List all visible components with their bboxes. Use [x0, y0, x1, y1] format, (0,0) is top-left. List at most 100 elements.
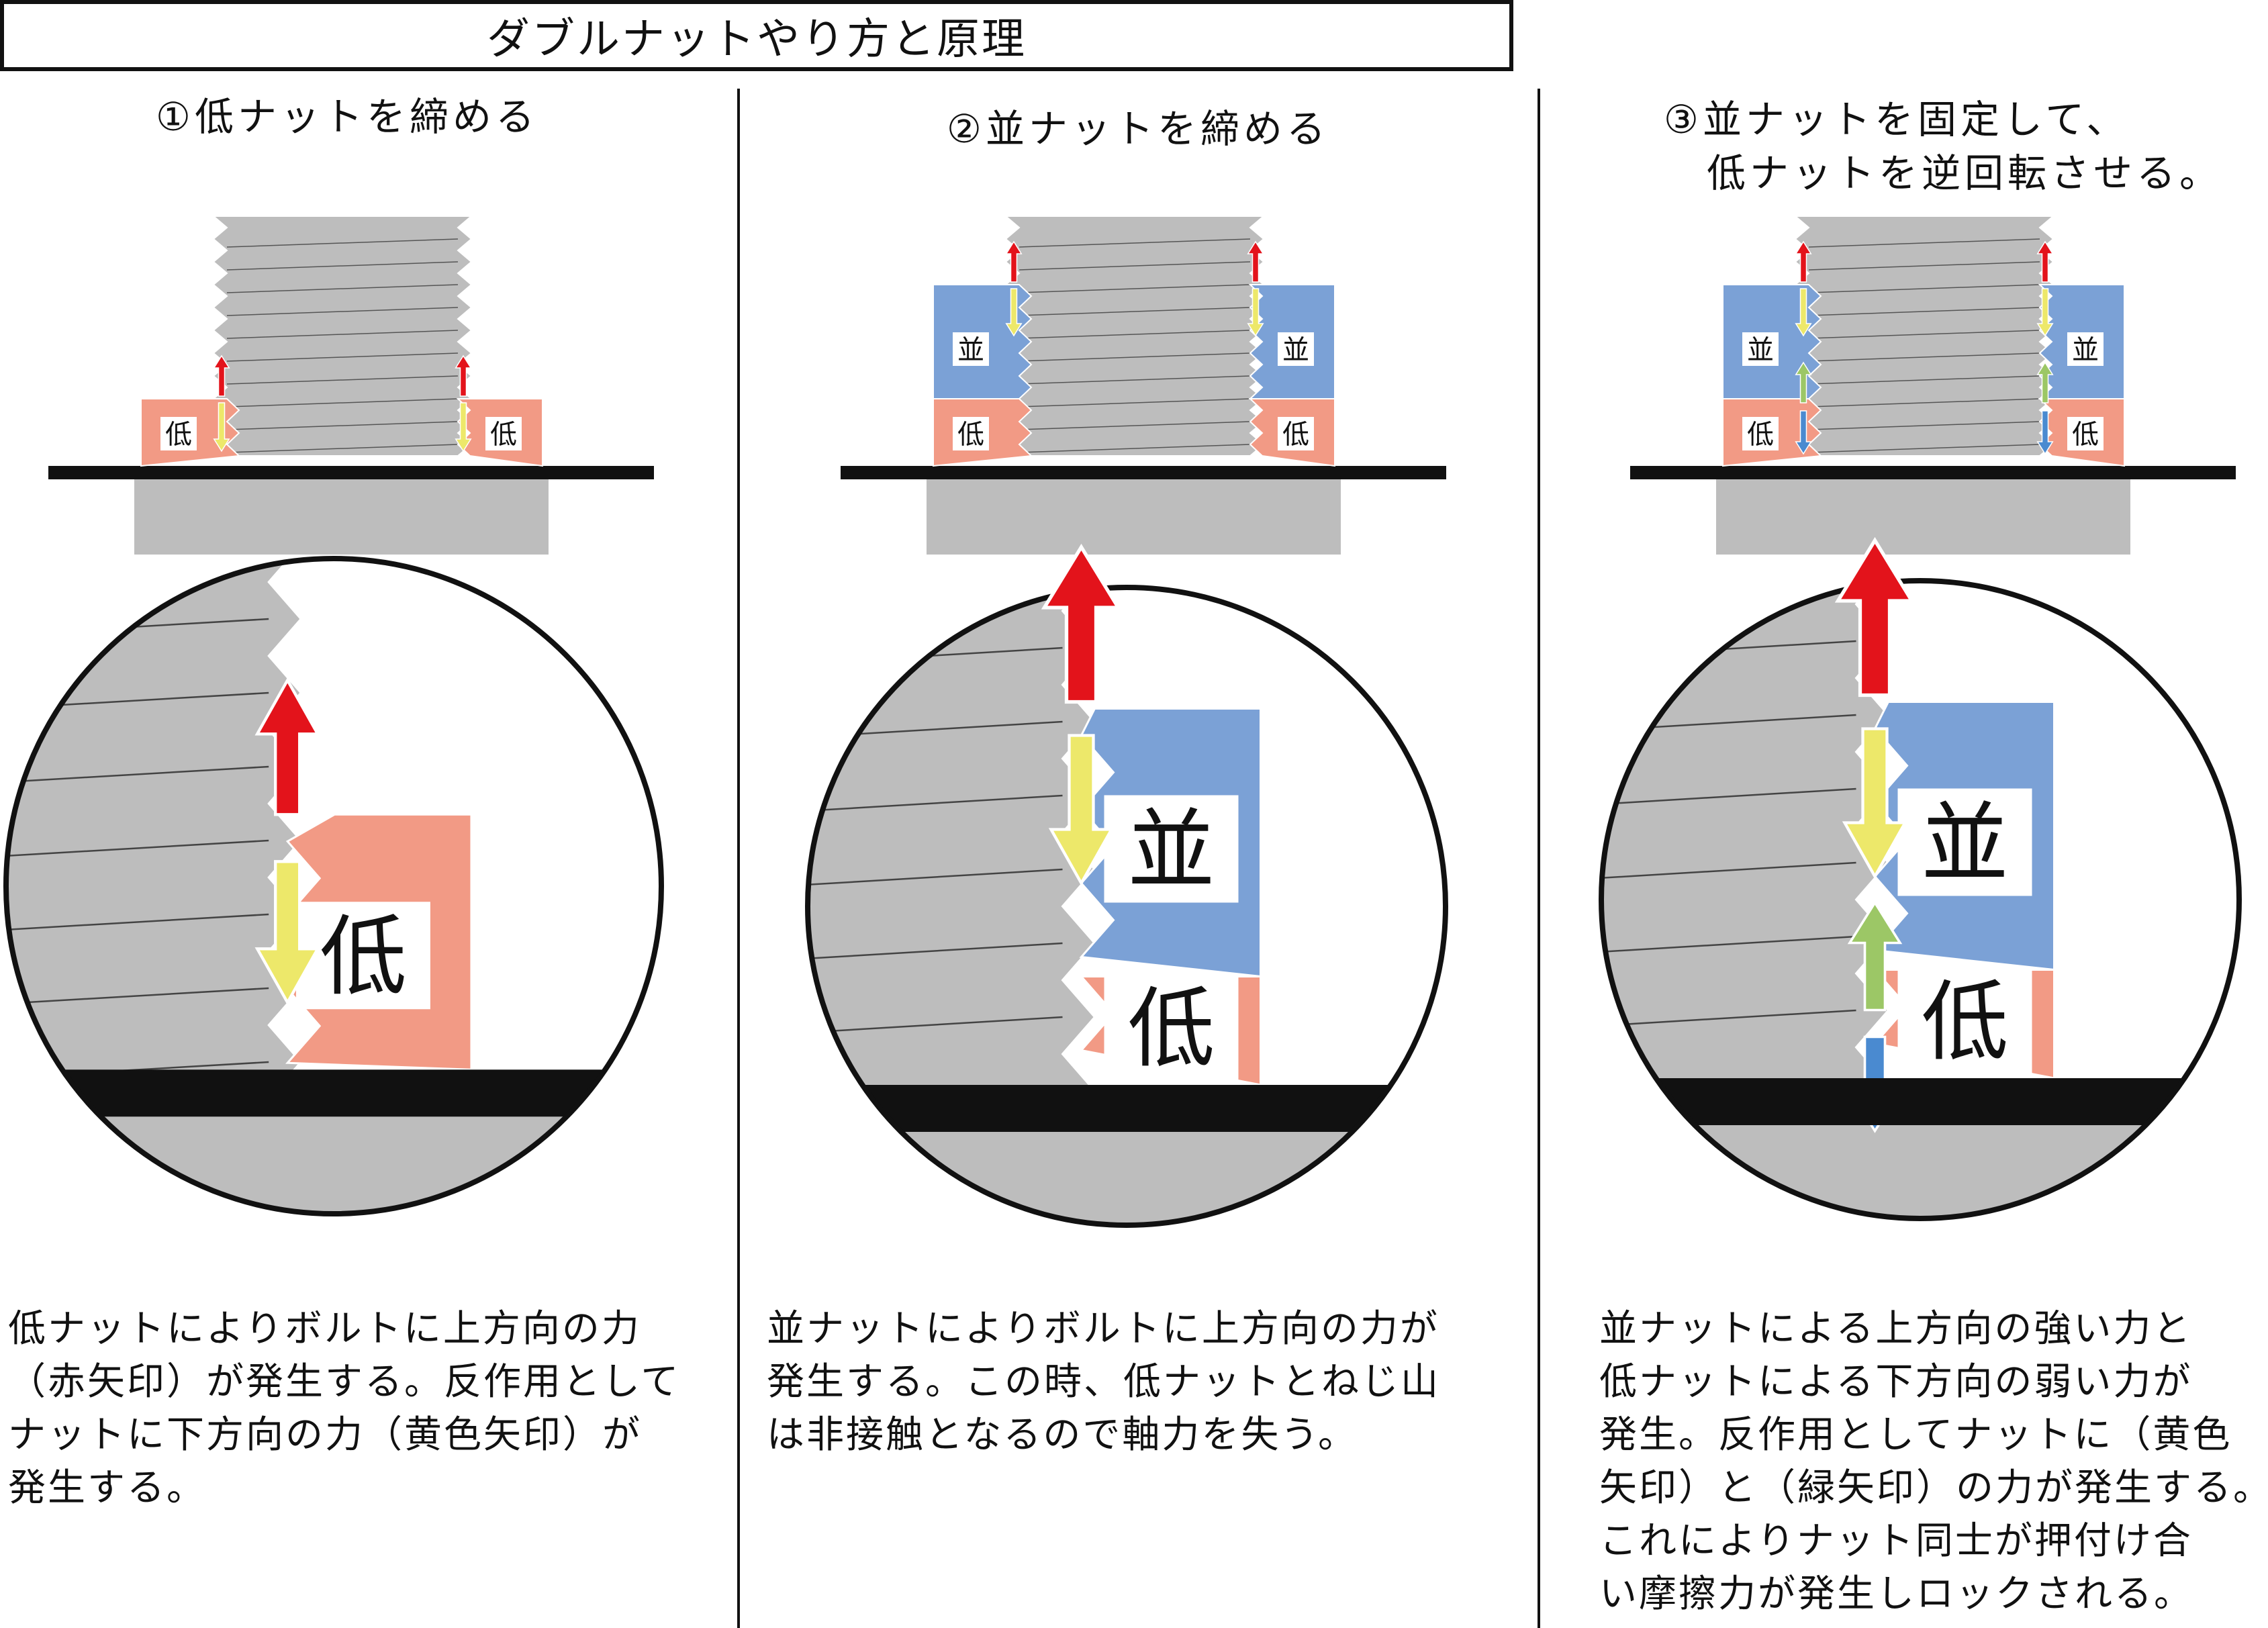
description-line: これによりナット同士が押付け合 [1599, 1519, 2193, 1563]
yellow-arrow [254, 860, 320, 1006]
thread-line [808, 942, 1063, 961]
thread-line [1019, 330, 1251, 339]
low-nut-label-box [953, 417, 989, 450]
thread-line [808, 868, 1063, 887]
description-line: ナットに下方向の力（黄色矢印）が [8, 1413, 642, 1457]
low-nut-label: 低 [320, 906, 407, 1008]
description-line: 発生。反作用としてナットに（黄色 [1599, 1413, 2232, 1457]
thread-line [6, 913, 269, 932]
base-plate [841, 466, 1446, 479]
yellow-arrow [1048, 734, 1115, 886]
thread-line [6, 839, 269, 858]
thread-line [226, 352, 459, 362]
thread-line [1808, 352, 2040, 362]
thread-line [1808, 330, 2040, 339]
thread-line [1808, 284, 2040, 293]
thread-line [226, 238, 459, 248]
yellow-arrow [2036, 288, 2054, 337]
red-arrow [455, 354, 472, 397]
thread-line [226, 375, 459, 385]
thread-line [226, 421, 459, 430]
magnified-content: 低 [6, 559, 661, 1214]
thread-line [1019, 261, 1251, 271]
yellow-arrow [1842, 727, 1908, 879]
regular-nut-label: 並 [1127, 799, 1215, 901]
description-line: 発生する。この時、低ナットとねじ山 [767, 1360, 1440, 1404]
bolt [211, 216, 473, 457]
red-arrow [1005, 240, 1023, 283]
thread-line [1601, 861, 1856, 880]
step-2-title: ②並ナットを締める [947, 102, 1329, 156]
description-line: い摩擦力が発生しロックされる。 [1599, 1572, 2193, 1616]
red-arrow [213, 354, 230, 397]
regular-nut-label-box [1104, 795, 1239, 903]
thread-line [226, 261, 459, 271]
green-arrow [2036, 361, 2054, 403]
thread-line [1601, 935, 1856, 954]
description-line: は非接触となるので軸力を失う。 [767, 1413, 1358, 1457]
base-plate [1601, 1078, 2239, 1125]
thread-line [1019, 444, 1251, 453]
low-nut-label: 低 [2072, 419, 2099, 450]
bolt [1004, 216, 1266, 457]
thread-line [1808, 375, 2040, 385]
low-nut-label-box [1897, 967, 2032, 1075]
description-line: 矢印）と（緑矢印）の力が発生する。 [1599, 1466, 2268, 1510]
yellow-arrow [1005, 288, 1023, 337]
yellow-arrow [455, 402, 472, 452]
green-arrow [1847, 900, 1903, 1012]
low-nut-label: 低 [490, 419, 517, 450]
regular-nut-label: 並 [2072, 334, 2099, 365]
thread-line [1019, 307, 1251, 316]
regular-nut-label-box [1278, 332, 1314, 366]
base-plate [1630, 466, 2236, 479]
column-divider-2 [1538, 89, 1540, 1628]
base-block [808, 1125, 1381, 1225]
thread-line [226, 330, 459, 339]
regular-nut-label-box [953, 332, 989, 366]
step-3-description: 並ナットによる上方向の強い力と 低ナットによる下方向の弱い力が 発生。反作用とし… [1599, 1302, 2268, 1621]
base-plate [48, 466, 654, 479]
regular-nut-label: 並 [1282, 334, 1309, 365]
small-diagram: 低低並並 [1630, 216, 2236, 555]
thread-line [226, 444, 459, 453]
yellow-arrow [213, 402, 230, 452]
thread-line [1808, 444, 2040, 453]
magnified-view: 並低 [805, 543, 1448, 1228]
low-nut-label: 低 [1282, 419, 1309, 450]
step-1-title: ①低ナットを締める [156, 90, 538, 144]
thread-line [1808, 238, 2040, 248]
description-line: 発生する。 [8, 1466, 206, 1510]
thread-line [1808, 307, 2040, 316]
regular-nut-label-box [2067, 332, 2104, 366]
base-block [1601, 1118, 2175, 1218]
step-3-title-line: 低ナットを逆回転させる。 [1664, 150, 2223, 196]
red-arrow [2036, 240, 2054, 283]
thread-line [808, 1016, 1063, 1035]
bolt [1793, 216, 2055, 457]
thread-line [1808, 398, 2040, 408]
regular-nut-label-box [1897, 788, 2032, 896]
magnifier-outline [3, 556, 664, 1216]
regular-nut-label: 並 [957, 334, 984, 365]
base-block [1716, 475, 2130, 555]
low-nut-label-box [1104, 973, 1239, 1082]
red-arrow [1795, 240, 1812, 283]
low-nut-label: 低 [1921, 971, 2008, 1073]
step-3-title-line: ③並ナットを固定して、 [1664, 97, 2130, 142]
description-line: 並ナットによる上方向の強い力と [1599, 1307, 2193, 1351]
base-block [6, 1110, 596, 1214]
thread-line [1019, 375, 1251, 385]
regular-nut-label-box [1742, 332, 1779, 366]
column-divider-1 [737, 89, 740, 1628]
low-nut-label-box [295, 902, 430, 1010]
red-arrow [254, 677, 320, 816]
thread-line [1019, 421, 1251, 430]
thread-line [6, 987, 269, 1006]
thread-line [1019, 352, 1251, 362]
thread-line [226, 307, 459, 316]
base-block [134, 475, 549, 555]
magnified-view: 並低 [1599, 536, 2242, 1221]
thread-line [226, 398, 459, 408]
red-arrow [1247, 240, 1264, 283]
